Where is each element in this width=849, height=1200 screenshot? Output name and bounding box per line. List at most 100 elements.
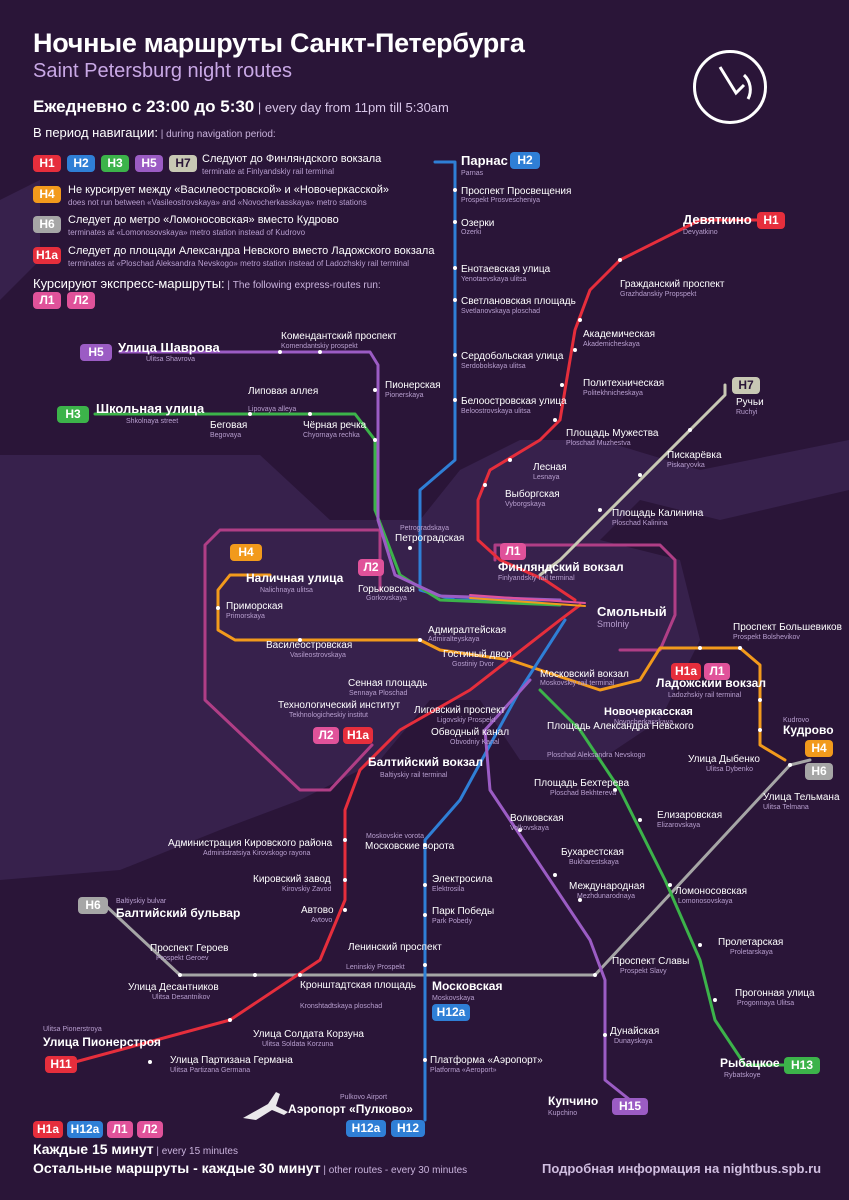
terminal-badge-n12a: Н12а <box>432 1004 470 1021</box>
terminal-badge-n11: Н11 <box>45 1056 77 1073</box>
svg-text:Moskovskiy rail terminal: Moskovskiy rail terminal <box>540 680 615 687</box>
station-dybenko: Улица Дыбенко <box>688 753 760 765</box>
svg-text:Prospekt Slavy: Prospekt Slavy <box>620 968 667 975</box>
svg-text:Ruchyi: Ruchyi <box>736 409 758 416</box>
svg-text:Ladozhskiy rail terminal: Ladozhskiy rail terminal <box>668 692 742 699</box>
svg-text:Elizarovskaya: Elizarovskaya <box>657 822 700 829</box>
svg-text:Parnas: Parnas <box>461 170 484 177</box>
route-lines <box>73 160 812 1122</box>
page-subtitle: Saint Petersburg night routes <box>33 60 293 82</box>
station-muzhestva: Площадь Мужества <box>566 428 659 439</box>
station-dunayskaya: Дунайская <box>610 1026 659 1037</box>
badge-l2: Л2 <box>67 292 95 309</box>
svg-text:Pulkovo Airport: Pulkovo Airport <box>340 1094 387 1101</box>
station-pionerstroya: Улица Пионерстроя <box>43 1035 161 1049</box>
svg-text:Petrogradskaya: Petrogradskaya <box>400 525 449 532</box>
badge-n1a: Н1а <box>33 247 61 264</box>
terminal-badge-n7: Н7 <box>732 377 760 394</box>
legend-text: Следует до метро «Ломоносовская» вместо … <box>68 214 339 226</box>
svg-text:Kudrovo: Kudrovo <box>783 717 809 724</box>
terminal-badge-n12a: Н12а <box>346 1120 386 1137</box>
station-lomonosovskaya: Ломоносовская <box>675 886 747 897</box>
svg-text:Ulitsa Pionerstroya: Ulitsa Pionerstroya <box>43 1026 102 1033</box>
svg-text:Park Pobedy: Park Pobedy <box>432 918 473 925</box>
more-info-link[interactable]: Подробная информация на nightbus.spb.ru <box>542 1161 822 1176</box>
svg-text:Baltiyskiy bulvar: Baltiyskiy bulvar <box>116 898 167 905</box>
svg-text:Vyborgskaya: Vyborgskaya <box>505 501 545 508</box>
svg-text:Shkolnaya street: Shkolnaya street <box>126 418 178 425</box>
station-labels: Парнас Parnas Проспект Просвещения Prosp… <box>43 153 842 1117</box>
station-geroev: Проспект Героев <box>150 943 228 954</box>
station-telmana: Улица Тельмана <box>763 792 840 803</box>
station-park-pobedy: Парк Победы <box>432 905 494 917</box>
airplane-icon <box>243 1092 288 1120</box>
station-lipovaya: Липовая аллея <box>248 386 318 397</box>
svg-text:Platforma «Aeroport»: Platforma «Aeroport» <box>430 1067 497 1074</box>
svg-text:Grazhdanskiy Propspekt: Grazhdanskiy Propspekt <box>620 291 696 298</box>
station-vyborgskaya: Выборгская <box>505 488 560 500</box>
terminal-badge-l1: Л1 <box>704 663 730 680</box>
svg-text:Pionerskaya: Pionerskaya <box>385 392 424 399</box>
terminal-badge-l1: Л1 <box>500 543 526 560</box>
station-yenotaevskaya: Енотаевская улица <box>461 264 551 275</box>
svg-text:Lipovaya alleya: Lipovaya alleya <box>248 406 296 413</box>
svg-text:Kupchino: Kupchino <box>548 1110 577 1117</box>
svg-text:Administratsiya Kirovskogo ray: Administratsiya Kirovskogo rayona <box>203 850 310 857</box>
station-moskovskaya: Московская <box>432 979 502 993</box>
svg-text:Volkovskaya: Volkovskaya <box>510 825 549 832</box>
route-l2 <box>203 528 382 792</box>
clock-icon <box>693 50 767 124</box>
station-begovaya: Беговая <box>210 420 247 431</box>
station-grazhdanskiy: Гражданский проспект <box>620 279 725 290</box>
legend-text: Следуют до Финляндского вокзала <box>202 153 382 165</box>
terminal-badge-l2: Л2 <box>313 727 339 744</box>
station-proletarskaya: Пролетарская <box>718 937 783 948</box>
station-kronshtadtskaya: Кронштадтская площадь <box>300 980 416 991</box>
svg-text:Vasileostrovskaya: Vasileostrovskaya <box>290 652 346 659</box>
svg-text:Finlyandskiy rail terminal: Finlyandskiy rail terminal <box>498 575 575 582</box>
legend-text-en: terminates at «Ploschad Aleksandra Nevsk… <box>68 259 410 268</box>
schedule: Ежедневно с 23:00 до 5:30 | every day fr… <box>33 97 449 116</box>
station-rybatskoye: Рыбацкое <box>720 1056 780 1070</box>
svg-text:Devyatkino: Devyatkino <box>683 229 718 236</box>
svg-text:Nalichnaya ulitsa: Nalichnaya ulitsa <box>260 587 313 594</box>
svg-text:Gorkovskaya: Gorkovskaya <box>366 595 407 602</box>
station-germana: Улица Партизана Германа <box>170 1055 293 1066</box>
station-vasileostrovskaya: Василеостровская <box>266 640 352 651</box>
svg-text:Ulitsa Telmana: Ulitsa Telmana <box>763 804 809 811</box>
station-desantnikov: Улица Десантников <box>128 982 219 993</box>
station-akademicheskaya: Академическая <box>583 329 655 340</box>
svg-text:Ozerki: Ozerki <box>461 229 482 236</box>
navigation-note: В период навигации: | during navigation … <box>33 125 276 140</box>
station-sennaya: Сенная площадь <box>348 678 427 689</box>
terminal-badge-n4: Н4 <box>805 740 833 757</box>
svg-text:Ploschad Aleksandra Nevskogo: Ploschad Aleksandra Nevskogo <box>547 752 646 759</box>
station-tekhnologicheskiy: Технологический институт <box>278 700 401 711</box>
svg-text:Chyornaya rechka: Chyornaya rechka <box>303 432 360 439</box>
badge-n7: Н7 <box>169 155 197 172</box>
station-bukharestskaya: Бухарестская <box>561 847 624 858</box>
route-n3 <box>93 412 562 607</box>
station-volkovskaya: Волковская <box>510 813 564 824</box>
svg-text:Avtovo: Avtovo <box>311 917 332 924</box>
badge-l1: Л1 <box>107 1121 133 1138</box>
badge-n4: Н4 <box>33 186 61 203</box>
station-parnas: Парнас <box>461 153 508 168</box>
svg-text:Ulitsa Desantnikov: Ulitsa Desantnikov <box>152 994 210 1001</box>
station-dots <box>148 188 792 1064</box>
station-kirovskiy-zavod: Кировский завод <box>253 874 331 885</box>
svg-text:Ligovskiy Prospekt: Ligovskiy Prospekt <box>437 717 495 724</box>
station-prosveshcheniya: Проспект Просвещения <box>461 186 571 197</box>
svg-text:Svetlanovskaya ploschad: Svetlanovskaya ploschad <box>461 308 540 315</box>
route-n15 <box>483 678 632 1102</box>
terminal-badge-n1a: Н1а <box>671 663 701 680</box>
svg-text:Ploschad Muzhestva: Ploschad Muzhestva <box>566 440 631 447</box>
station-komendantskiy: Комендантский проспект <box>281 331 397 342</box>
svg-text:Ploschad Kalinina: Ploschad Kalinina <box>612 520 668 527</box>
station-pulkovo: Аэропорт «Пулково» <box>288 1102 413 1116</box>
station-elektrosila: Электросила <box>432 874 493 885</box>
route-n11 <box>73 603 582 1064</box>
frequency-15: Каждые 15 минут | every 15 minutes <box>33 1141 238 1157</box>
station-bolshevikov: Проспект Большевиков <box>733 622 842 633</box>
